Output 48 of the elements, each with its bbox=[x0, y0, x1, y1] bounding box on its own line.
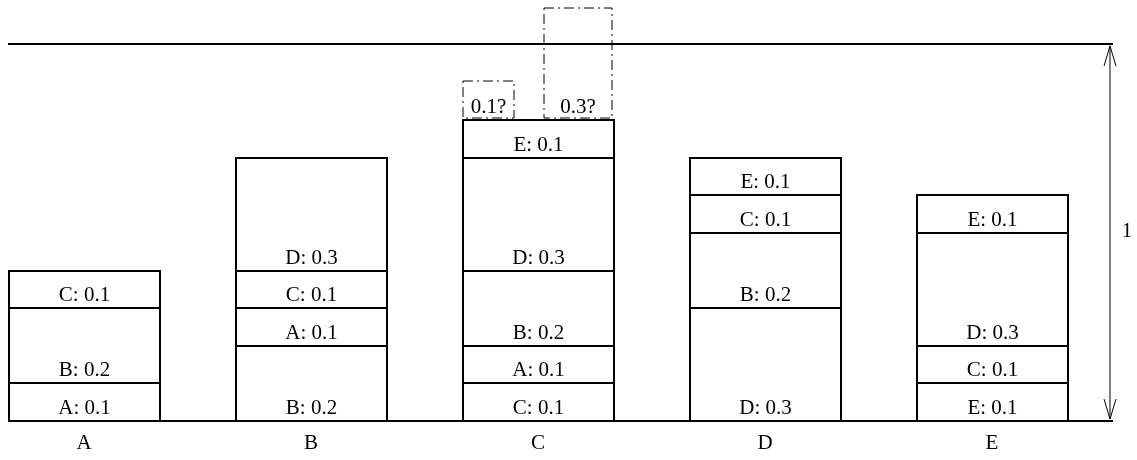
segment-label: B: 0.2 bbox=[285, 396, 338, 418]
bar-segment bbox=[8, 307, 161, 385]
axis-label: B bbox=[303, 431, 319, 453]
segment-label: C: 0.1 bbox=[512, 396, 565, 418]
axis-label: A bbox=[75, 431, 93, 453]
segment-label: C: 0.1 bbox=[739, 208, 792, 230]
segment-label: A: 0.1 bbox=[512, 358, 565, 381]
segment-label: D: 0.3 bbox=[512, 245, 565, 268]
bar-segment bbox=[235, 307, 388, 347]
segment-label: C: 0.1 bbox=[966, 358, 1019, 381]
bar-segment bbox=[462, 156, 615, 272]
bar-segment bbox=[462, 344, 615, 385]
bar-segment bbox=[916, 344, 1069, 385]
segment-label: B: 0.2 bbox=[512, 320, 565, 343]
segment-label: C: 0.1 bbox=[285, 283, 338, 306]
bar-segment bbox=[689, 307, 842, 422]
bar-segment bbox=[462, 119, 615, 159]
segment-label: D: 0.3 bbox=[966, 320, 1019, 343]
bar-segment bbox=[689, 156, 842, 197]
bar-segment bbox=[235, 269, 388, 310]
dimension-label: 1 bbox=[1120, 219, 1134, 241]
segment-label: D: 0.3 bbox=[285, 245, 338, 268]
segment-label: A: 0.1 bbox=[58, 396, 111, 418]
bar-segment bbox=[689, 194, 842, 234]
axis-label: C bbox=[530, 431, 546, 453]
bar-segment bbox=[8, 269, 161, 310]
bar-segment bbox=[916, 382, 1069, 422]
bar-segment bbox=[235, 156, 388, 272]
segment-label: B: 0.2 bbox=[58, 358, 111, 381]
bar-segment bbox=[916, 194, 1069, 234]
segment-label: 0.3? bbox=[560, 95, 596, 117]
axis-label: E bbox=[984, 431, 1000, 453]
axis-label: D bbox=[756, 431, 774, 453]
segment-label: E: 0.1 bbox=[967, 396, 1018, 418]
segment-label: A: 0.1 bbox=[285, 320, 338, 343]
bar-segment bbox=[462, 382, 615, 422]
segment-label: C: 0.1 bbox=[58, 283, 111, 306]
bar-segment bbox=[235, 344, 388, 422]
segment-label: D: 0.3 bbox=[739, 396, 792, 418]
bar-segment bbox=[916, 232, 1069, 347]
segment-label: E: 0.1 bbox=[513, 132, 564, 155]
bar-segment bbox=[8, 382, 161, 422]
bar-segment bbox=[462, 269, 615, 347]
segment-label: E: 0.1 bbox=[967, 208, 1018, 230]
segment-label: B: 0.2 bbox=[739, 283, 792, 306]
segment-label: 0.1? bbox=[470, 95, 507, 117]
bar-segment bbox=[689, 232, 842, 310]
segment-label: E: 0.1 bbox=[740, 170, 791, 193]
